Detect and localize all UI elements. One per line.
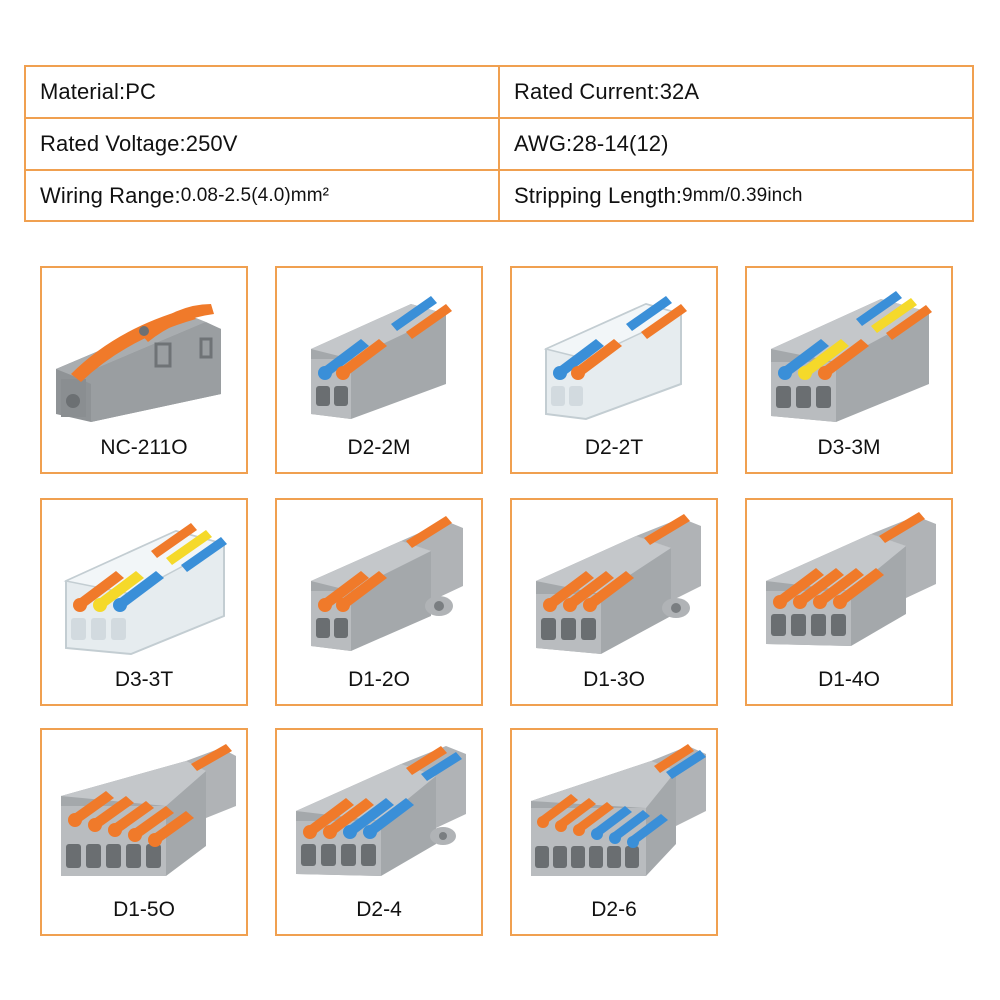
spec-stripping-length: Stripping Length:9mm/0.39inch xyxy=(500,171,972,220)
spec-stripping-length-value: 9mm/0.39inch xyxy=(682,184,803,206)
product-model-label: D1-5O xyxy=(113,898,175,921)
product-model-label: NC-211O xyxy=(100,436,188,459)
product-model-label: D2-2M xyxy=(347,436,411,459)
connector-1in-3out-icon xyxy=(536,514,701,654)
spec-rated-current: Rated Current:32A xyxy=(500,67,972,119)
product-card-d1-3o[interactable]: D1-3O xyxy=(510,498,718,706)
spec-wiring-range-label: Wiring Range: xyxy=(40,182,181,208)
specification-table: Material:PC Rated Current:32A Rated Volt… xyxy=(24,65,974,222)
product-model-label: D2-2T xyxy=(584,436,644,459)
spec-material-value: PC xyxy=(125,79,157,104)
product-card-nc-211o[interactable]: NC-211O xyxy=(40,266,248,474)
product-model-label: D3-3M xyxy=(817,436,881,459)
product-card-d1-4o[interactable]: D1-4O xyxy=(745,498,953,706)
connector-2in-6out-icon xyxy=(531,744,706,876)
spec-wiring-range: Wiring Range:0.08-2.5(4.0)mm² xyxy=(26,171,500,220)
connector-2in-4out-icon xyxy=(296,746,466,876)
connector-1in-2out-icon xyxy=(311,516,463,651)
inline-splice-connector-icon xyxy=(56,304,221,422)
spec-material-label: Material: xyxy=(40,79,126,104)
spec-awg-label: AWG: xyxy=(514,131,573,156)
product-card-d1-5o[interactable]: D1-5O xyxy=(40,728,248,936)
product-model-label: D1-3O xyxy=(583,668,645,691)
spec-awg-value: 28-14(12) xyxy=(572,131,669,156)
product-card-d2-2m[interactable]: D2-2M xyxy=(275,266,483,474)
spec-rated-voltage-label: Rated Voltage: xyxy=(40,131,186,156)
connector-2in-2out-transparent-icon xyxy=(543,296,687,421)
product-model-label: D2-4 xyxy=(356,898,402,921)
product-model-label: D2-6 xyxy=(591,898,637,921)
connector-3in-3out-gray-icon xyxy=(771,291,932,422)
product-card-d2-2t[interactable]: D2-2T xyxy=(510,266,718,474)
product-card-d3-3t[interactable]: D3-3T xyxy=(40,498,248,706)
spec-rated-voltage-value: 250V xyxy=(185,131,238,156)
connector-2in-2out-gray-icon xyxy=(311,296,452,419)
product-model-label: D3-3T xyxy=(114,668,174,691)
spec-rated-current-label: Rated Current: xyxy=(514,79,660,104)
spec-stripping-length-label: Stripping Length: xyxy=(514,182,683,208)
spec-material: Material:PC xyxy=(26,67,500,119)
connector-1in-4out-icon xyxy=(766,512,936,646)
connector-1in-5out-icon xyxy=(61,744,236,876)
connector-3in-3out-transparent-icon xyxy=(63,523,227,656)
spec-awg: AWG:28-14(12) xyxy=(500,119,972,171)
product-card-d1-2o[interactable]: D1-2O xyxy=(275,498,483,706)
spec-wiring-range-value: 0.08-2.5(4.0)mm² xyxy=(180,184,330,206)
product-model-label: D1-2O xyxy=(348,668,410,691)
spec-rated-current-value: 32A xyxy=(659,79,700,104)
product-card-d3-3m[interactable]: D3-3M xyxy=(745,266,953,474)
product-model-label: D1-4O xyxy=(818,668,880,691)
product-card-d2-6[interactable]: D2-6 xyxy=(510,728,718,936)
product-card-d2-4[interactable]: D2-4 xyxy=(275,728,483,936)
spec-rated-voltage: Rated Voltage:250V xyxy=(26,119,500,171)
